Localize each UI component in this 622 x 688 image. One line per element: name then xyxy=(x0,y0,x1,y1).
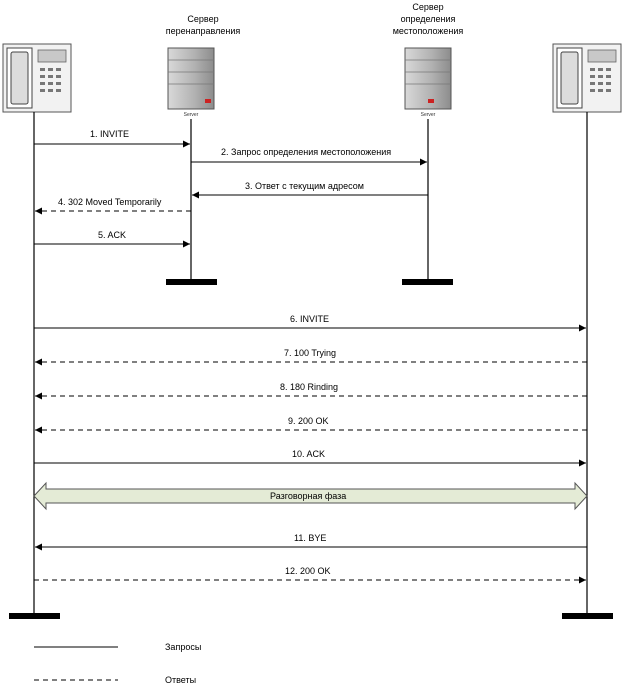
message-4-label: 4. 302 Moved Temporarily xyxy=(58,197,162,207)
message-3-label: 3. Ответ с текущим адресом xyxy=(245,181,364,191)
phone-left-icon xyxy=(2,43,72,113)
conversation-phase-label: Разговорная фаза xyxy=(270,491,346,501)
terminator-right-phone xyxy=(562,613,613,619)
message-5-label: 5. ACK xyxy=(98,230,126,240)
terminator-redirect-server xyxy=(166,279,217,285)
message-12-label: 12. 200 OK xyxy=(285,566,331,576)
redirect-server-title-line1: Сервер xyxy=(187,14,218,24)
location-server-title-line3: местоположения xyxy=(393,26,464,36)
message-2-label: 2. Запрос определения местоположения xyxy=(221,147,391,157)
legend-requests-label: Запросы xyxy=(165,642,201,652)
redirect-server-icon xyxy=(167,47,215,110)
conversation-phase-arrow xyxy=(33,481,588,511)
message-11-label: 11. BYE xyxy=(294,533,326,543)
legend-responses-label: Ответы xyxy=(165,675,196,685)
message-9-label: 9. 200 OK xyxy=(288,416,329,426)
location-server-title-line2: определения xyxy=(401,14,456,24)
redirect-server-title-line2: перенаправления xyxy=(166,26,241,36)
terminator-location-server xyxy=(402,279,453,285)
message-8-label: 8. 180 Rinding xyxy=(280,382,338,392)
message-6-label: 6. INVITE xyxy=(290,314,329,324)
location-server-caption: Server xyxy=(421,112,436,118)
redirect-server-caption: Server xyxy=(184,112,199,118)
phone-right-icon xyxy=(552,43,622,113)
message-1-label: 1. INVITE xyxy=(90,129,129,139)
location-server-icon xyxy=(404,47,452,110)
location-server-title-line1: Сервер xyxy=(412,2,443,12)
message-7-label: 7. 100 Trying xyxy=(284,348,336,358)
message-10-label: 10. ACK xyxy=(292,449,325,459)
terminator-left-phone xyxy=(9,613,60,619)
